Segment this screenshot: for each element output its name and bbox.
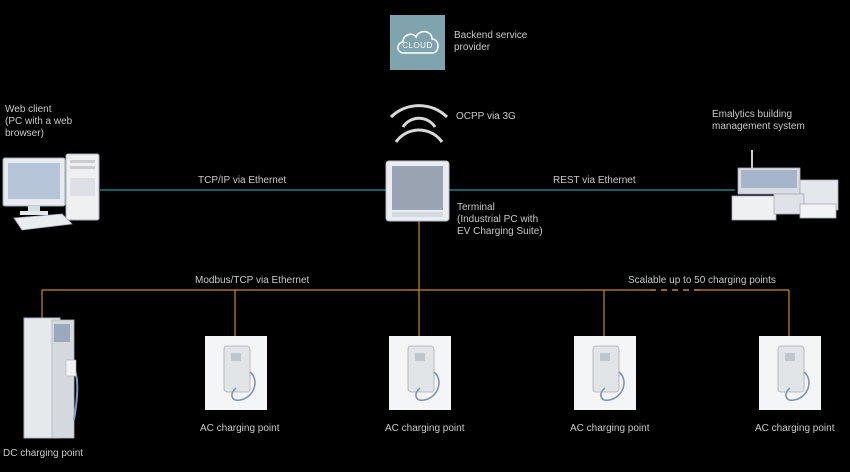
cloud-label-line2: provider [454, 42, 491, 53]
cloud-icon-text: CLOUD [402, 41, 433, 50]
bms-label-line2: management system [712, 121, 805, 132]
bms-label-line1: Emalytics building [712, 109, 793, 120]
ac-charger-4-icon [759, 336, 821, 410]
ac-charger-1-label: AC charging point [200, 423, 280, 434]
ac-charger-2-icon [389, 336, 451, 410]
cloud-icon: CLOUD [390, 15, 445, 70]
dc-charger-label: DC charging point [3, 448, 84, 459]
dc-charger-icon [23, 317, 79, 439]
ocpp-label: OCPP via 3G [456, 111, 516, 122]
wireless-signal-icon [389, 104, 449, 143]
terminal-label-line1: Terminal [457, 202, 495, 213]
ac-charger-4-label: AC charging point [755, 423, 835, 434]
terminal-label-line2: (Industrial PC with [457, 214, 539, 225]
web-client-label-line3: browser) [5, 128, 44, 139]
terminal-label-line3: EV Charging Suite) [457, 226, 543, 237]
web-client-pc-icon [2, 153, 100, 231]
ac-charger-1-icon [205, 336, 267, 410]
cloud-label-line1: Backend service [454, 30, 528, 41]
terminal-device-icon [385, 160, 450, 222]
rest-label: REST via Ethernet [553, 175, 636, 186]
cloud-shape-icon [397, 30, 439, 54]
modbus-label: Modbus/TCP via Ethernet [195, 275, 310, 286]
web-client-label-line1: Web client [5, 104, 52, 115]
tcpip-label: TCP/IP via Ethernet [198, 175, 287, 186]
scalable-label: Scalable up to 50 charging points [628, 275, 776, 286]
bms-device-icon [731, 150, 839, 221]
ac-charger-2-label: AC charging point [385, 423, 465, 434]
ac-charger-3-label: AC charging point [570, 423, 650, 434]
ac-charger-3-icon [574, 336, 636, 410]
web-client-label-line2: (PC with a web [5, 116, 73, 127]
